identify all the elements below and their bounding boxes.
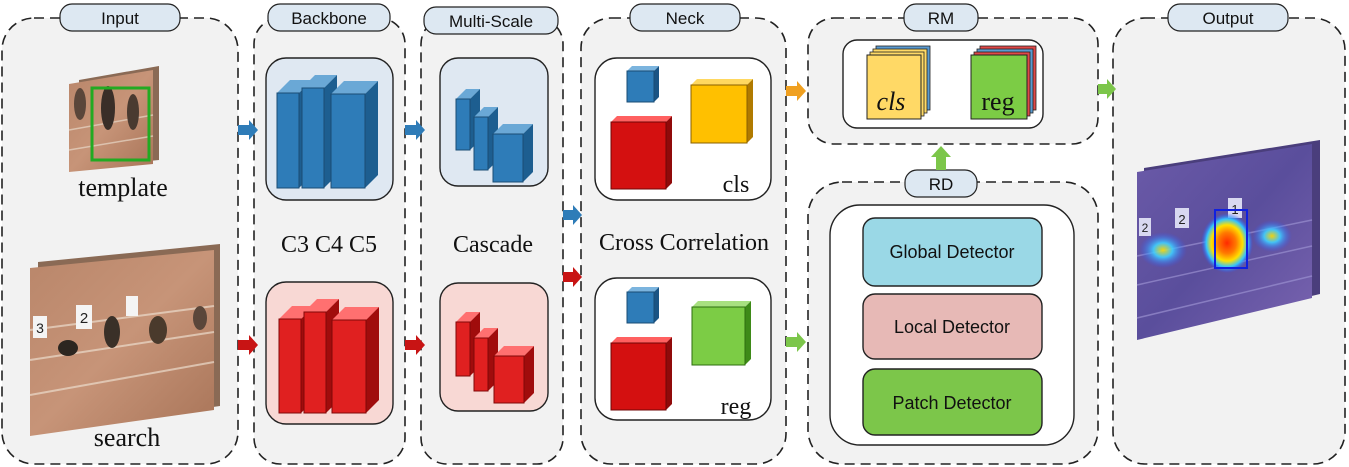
arrow-green-neck-rd [786, 332, 806, 352]
backbone-caption: C3 C4 C5 [281, 232, 377, 258]
rd-inner-box: Global Detector Local Detector Patch Det… [829, 204, 1075, 446]
neck-reg-red-cube [610, 342, 667, 411]
rm-tag [903, 3, 979, 32]
neck-reg-box: reg [594, 277, 772, 421]
stage-tags: Input Backbone Multi-Scale Neck RM RD Ou… [59, 3, 1289, 198]
neck-tag [629, 3, 741, 32]
patch-detector-label: Patch Detector [892, 393, 1011, 413]
patch-detector-box [862, 368, 1043, 436]
backbone-template-branch-box [265, 281, 394, 425]
backbone-tag [267, 3, 391, 32]
arrow-blue-backbone-multiscale [405, 120, 425, 140]
rd-tag-label: RD [929, 175, 954, 194]
backbone-blue-stack [276, 75, 378, 189]
backbone-tag-label: Backbone [291, 9, 367, 28]
output-bib-3: 2 [1142, 221, 1149, 235]
svg-text:3: 3 [36, 320, 44, 336]
arrow-red-backbone-multiscale [405, 335, 425, 355]
neck-tag-label: Neck [666, 9, 705, 28]
output-bounding-box [1214, 209, 1248, 269]
global-detector-label: Global Detector [889, 242, 1014, 262]
neck-reg-small-blue-cube [626, 291, 655, 324]
neck-cls-yellow-cube [690, 84, 748, 144]
rm-cls-label: cls [877, 87, 906, 116]
output-tag-label: Output [1202, 9, 1253, 28]
arrow-red-input-backbone [238, 335, 258, 355]
rm-tag-label: RM [928, 9, 954, 28]
arrow-blue-multiscale-neck [563, 205, 582, 225]
neck-cls-label: cls [723, 172, 750, 198]
arrow-orange-neck-rm [786, 81, 806, 101]
local-detector-box [862, 293, 1043, 360]
search-image: 3 2 [29, 244, 220, 436]
input-tag-label: Input [101, 9, 139, 28]
neck-caption: Cross Correlation [599, 230, 769, 256]
local-detector-label: Local Detector [894, 317, 1010, 337]
rm-cls-stack: cls [866, 45, 931, 120]
template-label: template [78, 173, 168, 202]
search-label: search [94, 423, 160, 452]
multiscale-tag-label: Multi-Scale [449, 12, 533, 31]
arrow-blue-input-backbone [238, 120, 258, 140]
arrow-green-rd-rm [931, 146, 951, 170]
rm-inner-box: cls reg [842, 39, 1044, 129]
template-image [68, 66, 159, 172]
multiscale-tag [423, 6, 559, 35]
multiscale-caption: Cascade [453, 232, 533, 258]
neck-cls-small-blue-cube [626, 70, 655, 103]
output-bib-1: 2 [1178, 212, 1185, 227]
cascade-red-stack [455, 312, 534, 404]
svg-text:2: 2 [80, 310, 88, 327]
cascade-template-box [439, 282, 549, 412]
backbone-search-branch-box [265, 57, 394, 201]
template-bounding-box [90, 86, 151, 162]
neck-reg-green-cube [691, 306, 746, 366]
global-detector-box [862, 217, 1043, 287]
output-heatmap-image: 2 1 2 [1136, 140, 1320, 340]
neck-cls-red-cube [610, 121, 667, 190]
neck-reg-label: reg [721, 394, 752, 420]
arrow-green-rm-output [1098, 79, 1116, 99]
rm-reg-label: reg [981, 87, 1014, 116]
arrows [238, 79, 1116, 355]
rm-reg-stack: reg [970, 45, 1037, 120]
arrow-red-multiscale-neck [563, 267, 582, 287]
cascade-blue-stack [455, 89, 533, 183]
output-tag [1167, 3, 1289, 32]
neck-cls-box: cls [594, 57, 772, 201]
cascade-search-box [439, 57, 549, 187]
input-tag [59, 3, 181, 32]
backbone-red-stack [278, 299, 379, 414]
